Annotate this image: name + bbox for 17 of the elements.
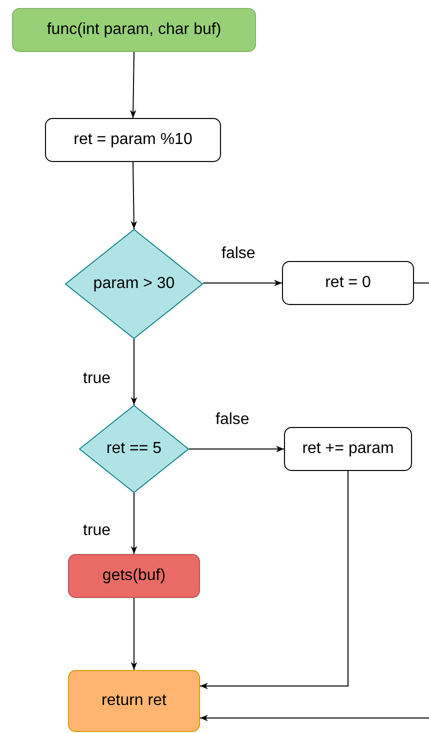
arrow — [200, 282, 429, 722]
node-label: ret == 5 — [106, 440, 162, 458]
arrow — [130, 52, 136, 118]
node-label: func(int param, char buf) — [46, 21, 222, 39]
node-label: ret = param %10 — [74, 131, 192, 149]
node-label: ret += param — [302, 440, 394, 458]
node-label: return ret — [102, 692, 166, 710]
arrow — [202, 280, 282, 286]
arrow — [188, 446, 284, 452]
node-label: param > 30 — [93, 275, 175, 293]
arrow — [130, 162, 138, 230]
arrow — [130, 338, 138, 406]
arrow — [130, 598, 138, 670]
node-label: gets(buf) — [102, 567, 166, 585]
arrow — [130, 492, 138, 554]
node-label: ret = 0 — [325, 274, 371, 292]
arrow — [200, 470, 348, 690]
